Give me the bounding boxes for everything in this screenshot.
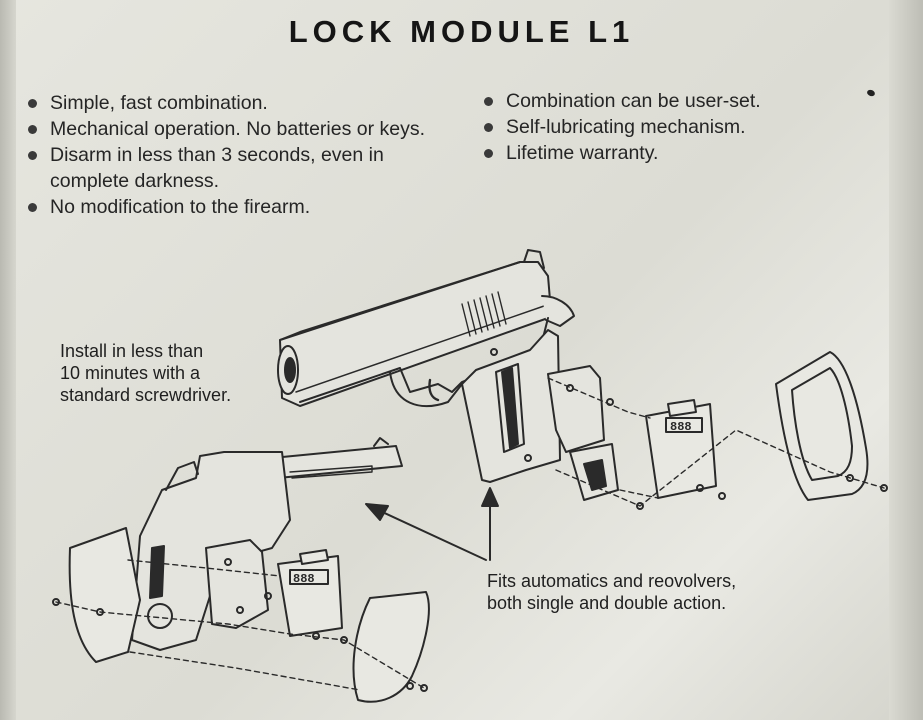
- pistol-serrations: [461, 291, 507, 337]
- revolver-trigger-hole: [147, 603, 173, 629]
- pistol-dial-digits: 888: [670, 420, 692, 434]
- feature-item: Disarm in less than 3 seconds, even in c…: [24, 142, 430, 194]
- feature-item: No modification to the firearm.: [24, 194, 464, 220]
- pistol-screw: [490, 348, 498, 356]
- revolver-front-sight: [373, 437, 389, 447]
- feature-item: Simple, fast combination.: [24, 90, 464, 116]
- pistol-trigger-guard: [389, 371, 463, 407]
- pistol-combination-module: [645, 399, 726, 500]
- revolver-grip-screw: [406, 682, 414, 690]
- revolver-left-grip-panel: [52, 527, 141, 663]
- pistol-drawing: [277, 249, 644, 510]
- pistol-grip-screw: [880, 484, 888, 492]
- revolver-barrel: [271, 445, 403, 479]
- pistol-slide-top: [279, 261, 521, 341]
- arrow-to-revolver: [377, 509, 487, 561]
- revolver-grip-slot: [149, 545, 165, 599]
- bullet-icon: [28, 125, 37, 134]
- revolver-grip-screw: [420, 684, 428, 692]
- pointer-arrows: [365, 487, 499, 561]
- revolver-dial-digits: 888: [293, 572, 315, 586]
- pistol-magazine: [501, 367, 519, 449]
- revolver-right-grip-panel: [352, 591, 430, 703]
- pistol-lock-plate-slot: [583, 459, 607, 491]
- pistol-rear-sight: [523, 249, 545, 269]
- pistol-screw: [636, 502, 644, 510]
- revolver-drawing: [131, 437, 403, 651]
- feature-item: Self-lubricating mechanism.: [480, 114, 840, 140]
- bullet-icon: [28, 203, 37, 212]
- install-note: Install in less than 10 minutes with a s…: [60, 341, 232, 405]
- feature-item: Mechanical operation. No batteries or ke…: [24, 116, 464, 142]
- revolver-combination-module: [277, 549, 348, 644]
- feature-item: Lifetime warranty.: [480, 140, 840, 166]
- bullet-icon: [28, 99, 37, 108]
- pistol-grip-screw: [846, 474, 854, 482]
- pistol-slide-seam: [295, 305, 545, 393]
- feature-list-right: Combination can be user-set. Self-lubric…: [480, 88, 840, 166]
- pistol-screw: [718, 492, 726, 500]
- revolver-hammer: [165, 461, 199, 491]
- revolver-screw: [264, 592, 272, 600]
- revolver-lock-housing: [205, 539, 269, 629]
- feature-list-left: Simple, fast combination. Mechanical ope…: [24, 90, 464, 220]
- bullet-icon: [484, 123, 493, 132]
- bullet-icon: [28, 151, 37, 160]
- revolver-screw: [312, 632, 320, 640]
- pistol-lock-housing: [547, 365, 605, 453]
- bullet-icon: [484, 97, 493, 106]
- pistol-grip-panel: [775, 351, 888, 501]
- page-title: LOCK MODULE L1: [288, 14, 635, 49]
- bullet-icon: [484, 149, 493, 158]
- pistol-assembly-lines: [547, 377, 885, 507]
- fits-note: Fits automatics and reovolvers, both sin…: [487, 571, 737, 613]
- pistol-bore: [284, 357, 296, 383]
- revolver-assembly-lines: [55, 559, 425, 691]
- sheet-edge-right: [889, 0, 923, 720]
- feature-item: Combination can be user-set.: [480, 88, 840, 114]
- revolver-barrel-rib: [289, 465, 373, 479]
- pistol-trigger: [428, 378, 440, 402]
- pistol-hammer: [541, 295, 575, 327]
- pistol-screw: [524, 454, 532, 462]
- pistol-screw: [696, 484, 704, 492]
- sheet-edge-left: [0, 0, 16, 720]
- revolver-screw: [224, 558, 232, 566]
- revolver-screw: [236, 606, 244, 614]
